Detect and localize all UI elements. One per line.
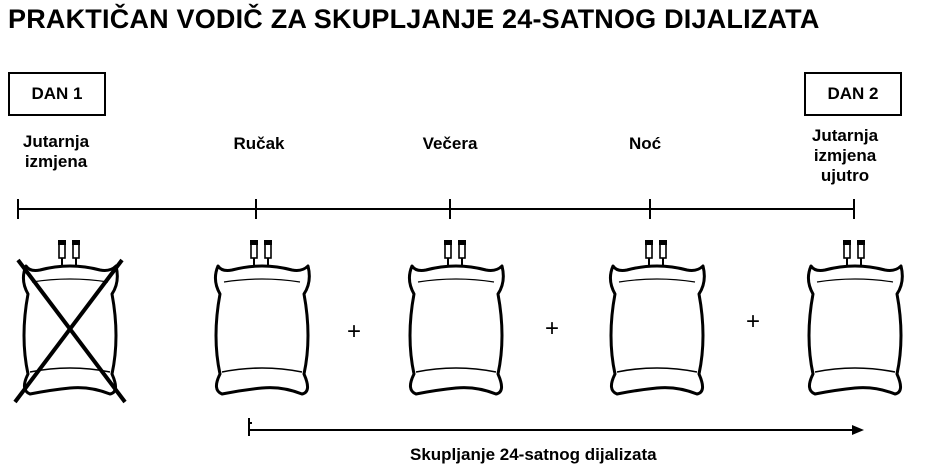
bag-night (608, 238, 706, 396)
collection-caption: Skupljanje 24-satnog dijalizata (410, 445, 657, 464)
day-2-box: DAN 2 (804, 72, 902, 116)
page-title: PRAKTIČAN VODIČ ZA SKUPLJANJE 24-SATNOG … (8, 4, 820, 34)
bag-next-morning (806, 238, 904, 396)
day-1-box: DAN 1 (8, 72, 106, 116)
plus-sign-3: + (746, 308, 761, 335)
label-next-morning-exchange: Jutarnja izmjena ujutro (811, 126, 879, 185)
bag-lunch (213, 238, 311, 396)
plus-sign-2: + (545, 315, 560, 342)
label-lunch: Ručak (233, 134, 285, 153)
label-dinner: Večera (422, 134, 478, 153)
bag-dinner (407, 238, 505, 396)
plus-sign-1: + (347, 318, 362, 345)
label-night: Noć (628, 134, 662, 153)
label-morning-exchange: Jutarnja izmjena (22, 132, 90, 171)
bag-morning-excluded (13, 238, 127, 404)
